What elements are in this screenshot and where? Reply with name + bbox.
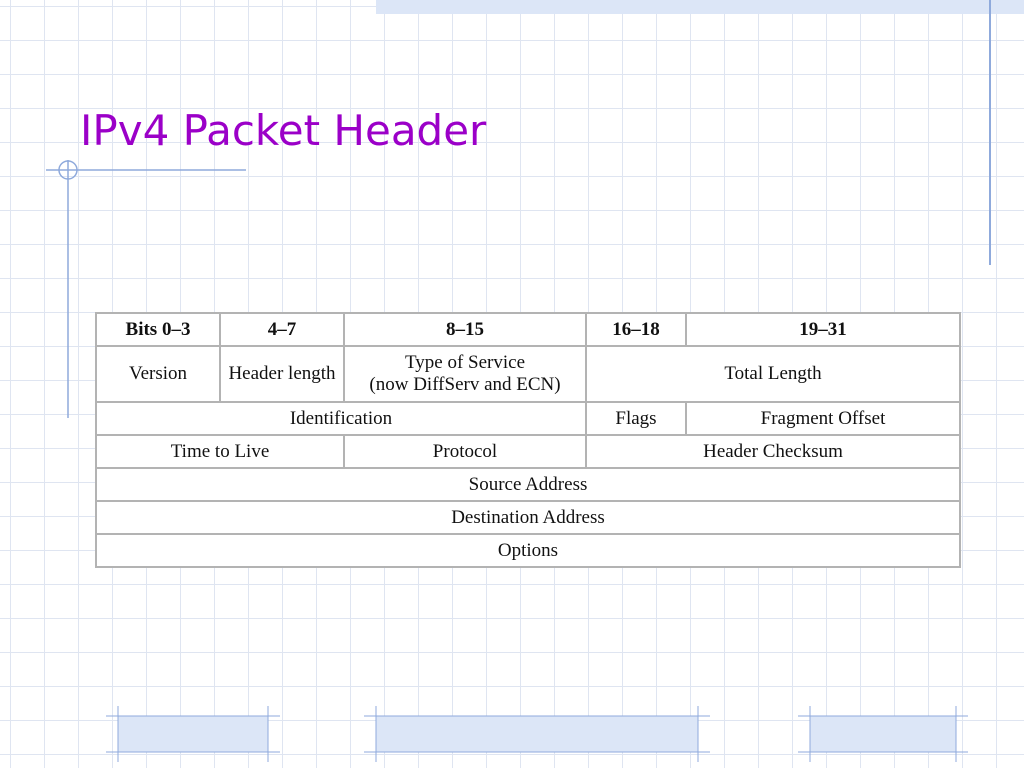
slide-title: IPv4 Packet Header [80,106,487,155]
field-type-of-service: Type of Service (now DiffServ and ECN) [343,345,587,403]
bit-range-cell: 8–15 [343,312,587,347]
field-options: Options [95,533,961,568]
header-row-6: Options [95,533,961,568]
header-row-4: Source Address [95,467,961,502]
bit-range-cell: Bits 0–3 [95,312,221,347]
ipv4-header-table: Bits 0–3 4–7 8–15 16–18 19–31 Version He… [95,312,961,568]
header-row-3: Time to Live Protocol Header Checksum [95,434,961,469]
field-total-length: Total Length [585,345,961,403]
field-fragment-offset: Fragment Offset [685,401,961,436]
type-of-service-line1: Type of Service [404,352,525,373]
field-protocol: Protocol [343,434,587,469]
bit-range-cell: 16–18 [585,312,687,347]
field-version: Version [95,345,221,403]
header-row-2: Identification Flags Fragment Offset [95,401,961,436]
field-header-checksum: Header Checksum [585,434,961,469]
field-flags: Flags [585,401,687,436]
field-source-address: Source Address [95,467,961,502]
header-row-1: Version Header length Type of Service (n… [95,345,961,403]
bit-range-cell: 4–7 [219,312,345,347]
top-decorative-bar [376,0,1024,14]
bottom-bar-middle [364,706,710,762]
bit-ranges-row: Bits 0–3 4–7 8–15 16–18 19–31 [95,312,961,347]
bottom-bar-right [798,706,968,762]
field-header-length: Header length [219,345,345,403]
crosshair-circle-icon [58,160,78,180]
field-identification: Identification [95,401,587,436]
field-destination-address: Destination Address [95,500,961,535]
field-time-to-live: Time to Live [95,434,345,469]
bit-range-cell: 19–31 [685,312,961,347]
type-of-service-line2: (now DiffServ and ECN) [369,374,561,395]
bottom-bar-left [106,706,280,762]
header-row-5: Destination Address [95,500,961,535]
